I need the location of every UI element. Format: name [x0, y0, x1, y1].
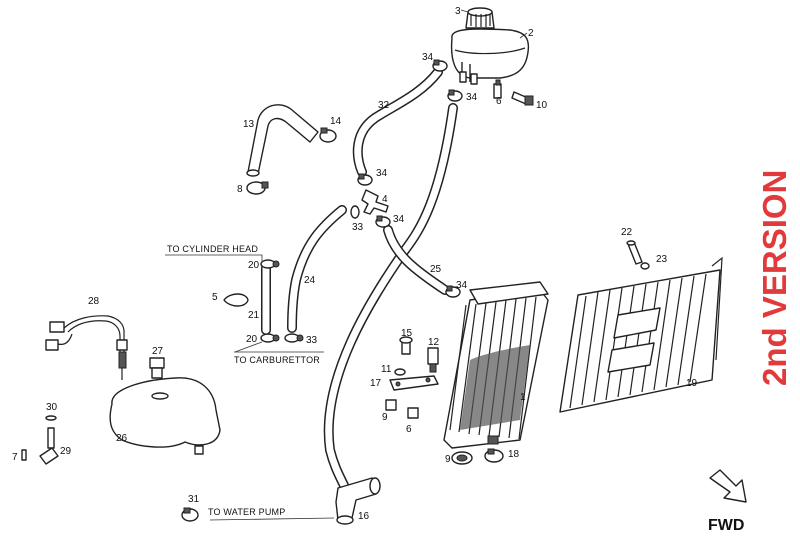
callout-4: 4: [382, 194, 388, 205]
clamp-31: [181, 507, 199, 522]
callout-21: 21: [248, 310, 260, 321]
clamp-33-bottom: [284, 333, 304, 343]
sensor-harness-28: [45, 315, 128, 380]
bracket-17: [389, 375, 439, 391]
hose-25: [383, 225, 450, 295]
callout-19: 19: [686, 378, 698, 389]
callout-3: 3: [455, 6, 461, 17]
radiator: [443, 281, 549, 449]
clamp-18: [484, 448, 504, 463]
clamp-34-d: [375, 215, 391, 228]
union-16: [335, 477, 381, 525]
callout-27: 27: [152, 346, 164, 357]
callout-34-b: 34: [466, 92, 478, 103]
clip-6-top: [493, 79, 502, 99]
fwd-arrow-icon: [709, 469, 747, 503]
clamp-33-top: [350, 205, 360, 219]
clamp-20-bottom: [260, 333, 280, 343]
callout-17: 17: [370, 378, 382, 389]
callout-14: 14: [330, 116, 342, 127]
clamp-34-b: [447, 89, 463, 102]
caption-to-water-pump: TO WATER PUMP: [208, 507, 285, 517]
caption-to-carburettor: TO CARBURETTOR: [234, 355, 320, 365]
cap-27: [149, 357, 165, 379]
callout-15: 15: [401, 328, 413, 339]
callout-22: 22: [621, 227, 633, 238]
callout-7: 7: [12, 452, 18, 463]
hose-24: [287, 205, 347, 333]
callout-20-b: 20: [246, 334, 258, 345]
radiator-cover: [559, 256, 723, 413]
callout-12: 12: [428, 337, 440, 348]
reservoir-26: [109, 377, 221, 455]
fwd-label: FWD: [708, 517, 744, 534]
clamp-34-a: [432, 59, 448, 72]
callout-1: 1: [520, 392, 526, 403]
callout-10: 10: [536, 100, 548, 111]
callout-20-a: 20: [248, 260, 260, 271]
clamp-8: [246, 181, 269, 195]
bolt-22: [626, 240, 643, 265]
grommet-9-bottom: [451, 451, 473, 465]
clamp-14: [319, 127, 337, 143]
clamp-20-top: [260, 259, 280, 269]
hose-32: [352, 67, 443, 177]
grommet-9-left: [385, 399, 397, 411]
callout-34-c: 34: [376, 168, 388, 179]
hose-16: [323, 103, 458, 495]
washer-7: [21, 449, 27, 461]
version-label: 2nd VERSION: [756, 170, 793, 386]
callout-24: 24: [304, 275, 316, 286]
caption-to-cylinder-head: TO CYLINDER HEAD: [167, 244, 258, 254]
callout-6-top: 6: [496, 96, 502, 107]
callout-34-a: 34: [422, 52, 434, 63]
callout-9-a: 9: [382, 412, 388, 423]
callout-6-bottom: 6: [406, 424, 412, 435]
callouts: 3 2 34 34 6 10 32 13 14 8 34 4 34 33 24 …: [12, 6, 698, 522]
callout-26: 26: [116, 433, 128, 444]
hose-13: [246, 104, 319, 177]
sensor-29: [39, 415, 59, 465]
nut-12: [427, 347, 439, 373]
callout-18: 18: [508, 449, 520, 460]
washer-23: [640, 262, 650, 270]
callout-5: 5: [212, 292, 218, 303]
callout-16: 16: [358, 511, 370, 522]
clip-5: [223, 293, 249, 307]
washer-11: [394, 368, 406, 376]
callout-23: 23: [656, 254, 668, 265]
callout-28: 28: [88, 296, 100, 307]
callout-11: 11: [381, 364, 392, 375]
callout-8: 8: [237, 184, 243, 195]
callout-2: 2: [528, 28, 534, 39]
clamp-34-c: [357, 173, 373, 186]
filler-cap: [465, 7, 495, 29]
callout-25: 25: [430, 264, 442, 275]
callout-29: 29: [60, 446, 72, 457]
callout-32: 32: [378, 100, 390, 111]
callout-9-b: 9: [445, 454, 451, 465]
callout-13: 13: [243, 119, 255, 130]
clamp-34-e: [445, 285, 461, 298]
bolt-10: [511, 91, 534, 106]
callout-33-a: 33: [352, 222, 364, 233]
callout-30: 30: [46, 402, 58, 413]
callout-31: 31: [188, 494, 200, 505]
clip-6-bottom: [407, 407, 419, 419]
expansion-tank: [450, 28, 530, 85]
bolt-15: [399, 336, 413, 355]
callout-34-e: 34: [456, 280, 468, 291]
t-piece-4: [361, 189, 389, 215]
callout-33-b: 33: [306, 335, 318, 346]
callout-34-d: 34: [393, 214, 405, 225]
